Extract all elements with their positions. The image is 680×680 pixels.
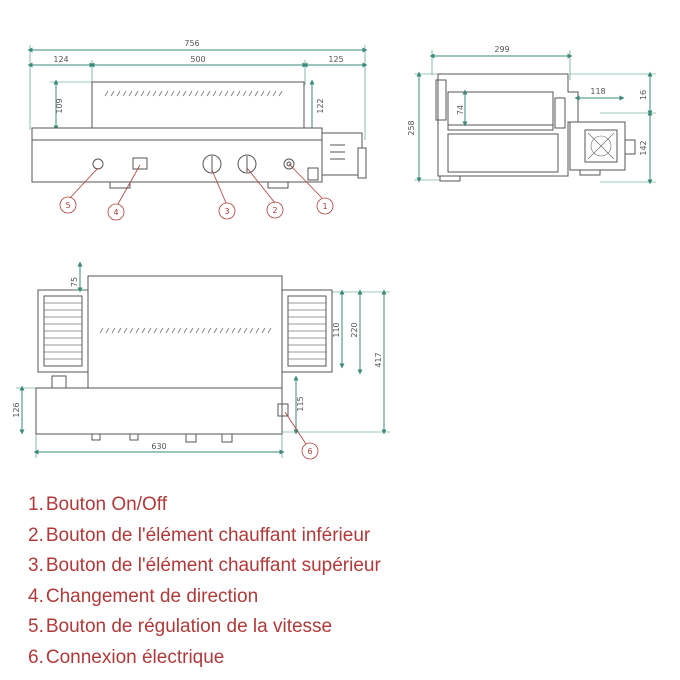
technical-drawing: 756 124 500 125 109 122 1 2 3 4 5 [12, 39, 656, 460]
legend-text: Changement de direction [45, 585, 259, 607]
dim-top-total: 417 [374, 352, 383, 367]
dim-front-middle: 500 [190, 55, 205, 64]
dim-top-right-height: 115 [296, 396, 305, 411]
legend-text: Connexion électrique [45, 646, 225, 668]
legend-number: 6. [28, 646, 44, 668]
legend-text: Bouton de l'élément chauffant supérieur [45, 555, 381, 576]
legend-text: Bouton On/Off [45, 494, 167, 515]
legend-item: 4.Changement de direction [28, 582, 381, 613]
top-view [16, 261, 390, 458]
dim-front-right: 125 [328, 55, 343, 64]
dim-top-width: 630 [151, 442, 166, 451]
legend-text: Bouton de régulation de la vitesse [45, 616, 333, 637]
legend-item: 6.Connexion électrique [28, 643, 381, 674]
legend-number: 2. [28, 524, 44, 546]
dim-front-total: 756 [184, 39, 199, 48]
dim-side-bottom-right: 142 [639, 140, 648, 155]
dim-top-inner: 110 [332, 322, 341, 337]
dim-front-right-height: 122 [316, 98, 325, 113]
dim-front-left: 124 [53, 55, 68, 64]
side-view [414, 50, 656, 185]
dim-side-height: 258 [407, 120, 416, 135]
dim-top-small: 75 [70, 277, 79, 287]
legend-number: 4. [28, 585, 44, 607]
front-view [27, 45, 368, 189]
dim-top-mid: 220 [350, 322, 359, 337]
dim-front-hood-height: 109 [55, 98, 64, 113]
callout-6: 6 [307, 447, 312, 456]
dim-top-left-height: 126 [12, 402, 21, 417]
dim-side-top-right: 16 [639, 90, 648, 100]
callout-4: 4 [113, 208, 118, 217]
dim-side-width: 299 [494, 45, 509, 54]
legend-item: 5.Bouton de régulation de la vitesse [28, 612, 381, 643]
callout-5: 5 [65, 201, 70, 210]
legend-item: 3.Bouton de l'élément chauffant supérieu… [28, 551, 381, 582]
callout-1: 1 [322, 202, 327, 211]
legend-text: Bouton de l'élément chauffant inférieur [45, 524, 371, 546]
dim-side-inner: 74 [456, 105, 465, 115]
legend-number: 5. [28, 616, 44, 637]
legend: 1.Bouton On/Off 2.Bouton de l'élément ch… [28, 490, 381, 673]
legend-number: 3. [28, 555, 44, 576]
callout-3: 3 [224, 207, 229, 216]
legend-item: 2.Bouton de l'élément chauffant inférieu… [28, 521, 381, 552]
legend-item: 1.Bouton On/Off [28, 490, 381, 521]
callout-2: 2 [272, 206, 277, 215]
legend-number: 1. [28, 494, 44, 515]
dim-side-right: 118 [590, 87, 605, 96]
